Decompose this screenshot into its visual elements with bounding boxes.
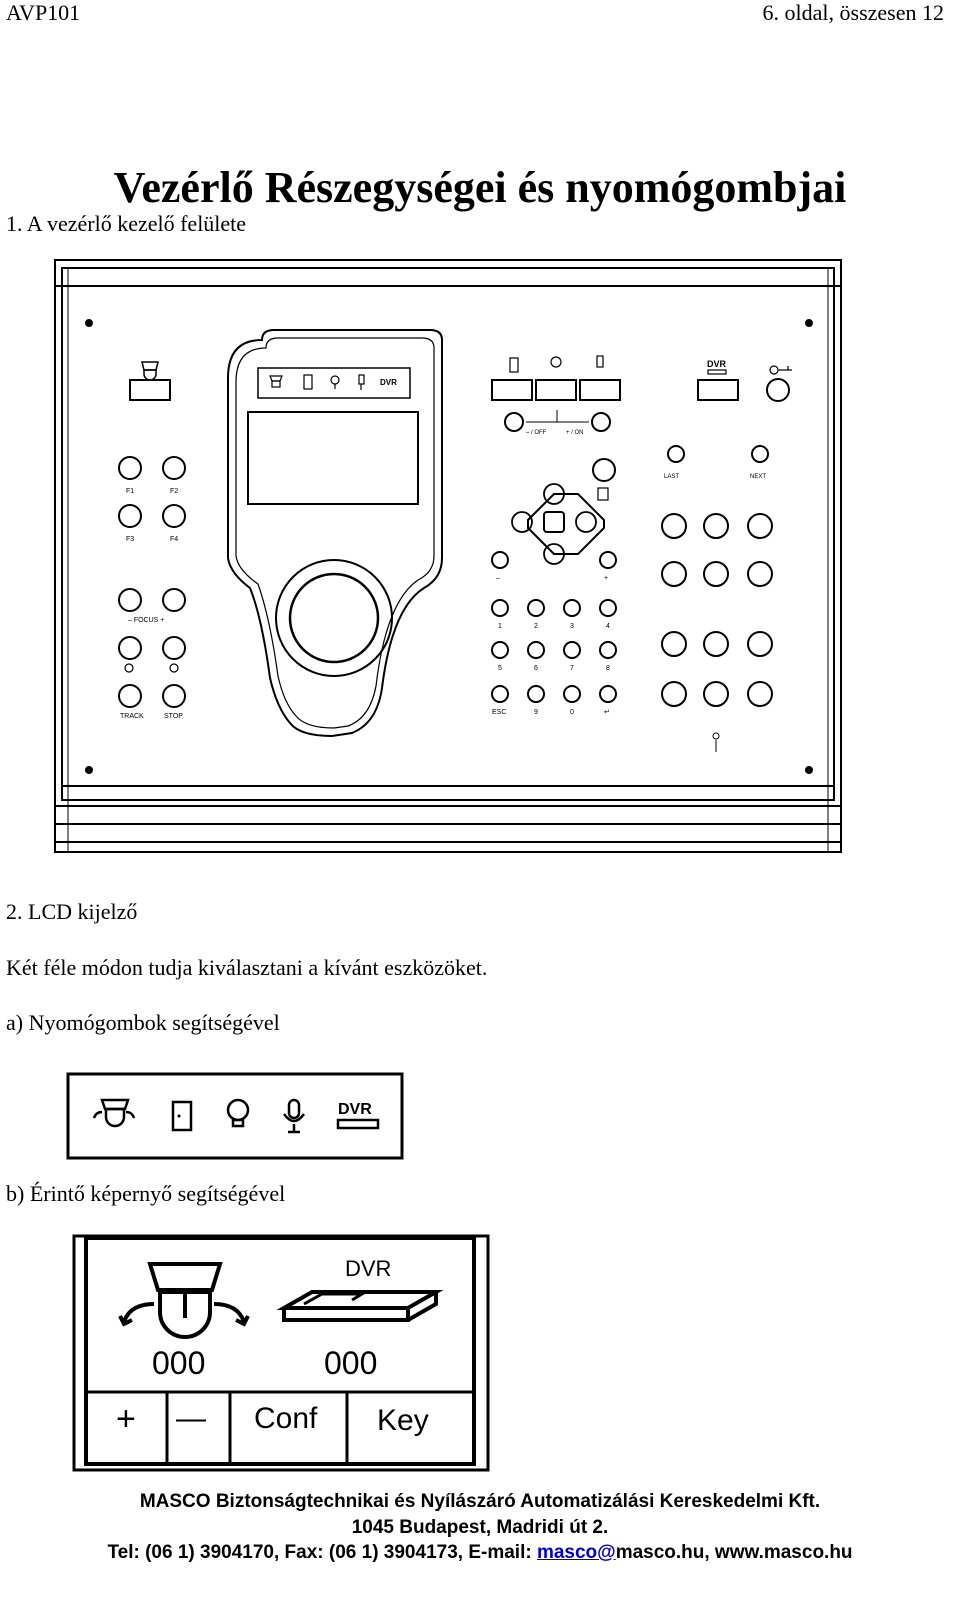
joystick-base: [275, 559, 393, 677]
key-label: ↵: [604, 709, 610, 716]
paragraph: Két féle módon tudja kiválasztani a kívá…: [6, 955, 488, 980]
playback-keys: [661, 445, 773, 707]
screw-icon: [805, 766, 813, 774]
joystick-knob: [288, 572, 380, 664]
footer-address: 1045 Budapest, Madridi út 2.: [351, 1517, 609, 1538]
key-label: 6: [534, 665, 538, 672]
direction-pad: [511, 483, 605, 565]
lcd-screen: [247, 411, 419, 505]
key-label: NEXT: [750, 474, 766, 480]
camera-icon: [92, 1098, 136, 1128]
minus-button[interactable]: —: [176, 1402, 206, 1435]
doc-icon: [597, 487, 609, 501]
key-button[interactable]: Key: [377, 1404, 429, 1437]
key-label: ESC: [492, 709, 506, 716]
key-label: F1: [126, 488, 134, 495]
lcd-icon-strip: DVR: [66, 1072, 404, 1160]
key-label: 9: [534, 709, 538, 716]
function-keys: [118, 456, 186, 708]
key-label: – FOCUS +: [128, 617, 164, 624]
key-label: TRACK: [120, 713, 144, 720]
dvr-icon: [276, 1290, 444, 1322]
dvr-key: [697, 369, 739, 401]
joystick-housing: [227, 329, 443, 738]
key-label: 8: [606, 665, 610, 672]
key-label: 7: [570, 665, 574, 672]
conf-button[interactable]: Conf: [254, 1402, 318, 1435]
touch-screen-diagram: DVR 000 000 + — Conf Key: [72, 1234, 490, 1472]
footer-contact: Tel: (06 1) 3904170, Fax: (06 1) 3904173…: [0, 1542, 960, 1564]
door-icon: [171, 1100, 193, 1132]
footer-contact-suffix: masco.hu, www.masco.hu: [615, 1542, 853, 1563]
mode-keys: [491, 355, 621, 432]
option-a-label: a) Nyomógombok segítségével: [6, 1010, 280, 1035]
menu-key: [592, 458, 616, 482]
key-label: STOP: [164, 713, 183, 720]
key-label: 0: [570, 709, 574, 716]
section-heading-2: 2. LCD kijelző: [6, 899, 138, 924]
key-label: 1: [498, 623, 502, 630]
key-icon: [769, 365, 792, 375]
screw-icon: [85, 766, 93, 774]
camera-icon: [118, 1262, 250, 1339]
page-title: Vezérlő Részegységei és nyomógombjai: [113, 163, 847, 212]
key-label: F3: [126, 536, 134, 543]
camera-value: 000: [152, 1345, 205, 1381]
camera-select-key: [129, 361, 171, 401]
email-link[interactable]: masco@: [536, 1542, 616, 1563]
key-label: 5: [498, 665, 502, 672]
key-label: LAST: [664, 474, 679, 480]
dvr-value: 000: [324, 1345, 377, 1381]
key-label: F4: [170, 536, 178, 543]
plus-button[interactable]: +: [116, 1400, 136, 1438]
key-label: 2: [534, 623, 538, 630]
dvr-label: DVR: [338, 1101, 372, 1118]
screw-icon: [805, 319, 813, 327]
key-label: –: [496, 575, 500, 582]
dvr-icon: [336, 1118, 380, 1130]
light-icon: [226, 1098, 250, 1128]
lcd-dvr-label: DVR: [380, 378, 397, 387]
key-label: 4: [606, 623, 610, 630]
screw-icon: [85, 319, 93, 327]
key-label: + / ON: [566, 430, 584, 436]
dvr-label: DVR: [345, 1256, 391, 1281]
key-label: +: [604, 575, 608, 582]
key-label: – / OFF: [526, 430, 547, 436]
key-label: F2: [170, 488, 178, 495]
microphone-icon: [282, 1098, 306, 1134]
key-label: 3: [570, 623, 574, 630]
doc-code: AVP101: [6, 0, 81, 25]
lock-key: [766, 378, 790, 402]
page-info: 6. oldal, összesen 12: [762, 0, 944, 25]
section-heading-1: 1. A vezérlő kezelő felülete: [6, 211, 247, 236]
option-b-label: b) Érintő képernyő segítségével: [6, 1181, 286, 1206]
numeric-keypad: [491, 551, 617, 703]
lcd-icon-bar: [257, 367, 411, 399]
controller-panel-diagram: F1 F2 F3 F4 – FOCUS + TRACK STOP DVR: [54, 259, 842, 853]
dvr-key-label: DVR: [707, 359, 727, 369]
footer-company: MASCO Biztonságtechnikai és Nyílászáró A…: [139, 1491, 821, 1512]
footer-contact-prefix: Tel: (06 1) 3904170, Fax: (06 1) 3904173…: [107, 1542, 537, 1563]
speaker-icon: [712, 732, 720, 752]
